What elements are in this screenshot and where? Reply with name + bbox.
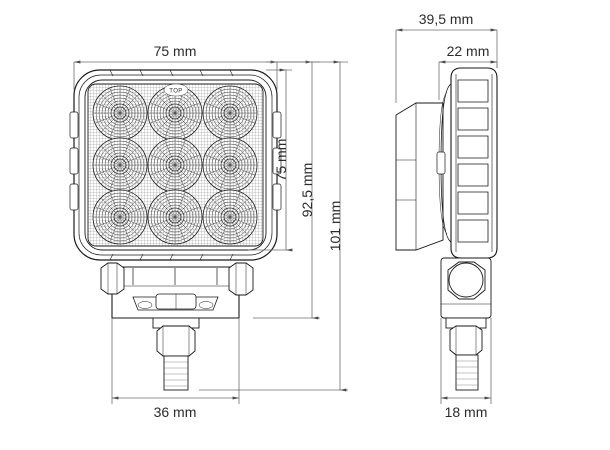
front-housing-ribs: [69, 111, 282, 211]
top-orientation-marking: TOP: [163, 83, 189, 97]
dim-label-front-width: 75 mm: [154, 43, 197, 59]
dim-front-width: [73, 60, 278, 90]
led-lens-array: [92, 85, 258, 245]
dim-label-base-width: 36 mm: [154, 404, 197, 420]
dimension-annotations: [73, 28, 498, 404]
top-marking-label: TOP: [169, 89, 182, 95]
dim-label-front-height: 75 mm: [273, 139, 289, 182]
side-rear-block: [395, 102, 444, 251]
front-bezel-clips: [109, 69, 234, 261]
dim-label-housing-depth: 22 mm: [447, 43, 490, 59]
front-view: TOP: [69, 69, 282, 391]
dim-housing-depth: [438, 60, 498, 100]
dim-base-width: [111, 318, 240, 404]
dim-label-base-depth: 18 mm: [445, 404, 488, 420]
side-view: [395, 67, 498, 391]
dim-base-depth: [440, 318, 492, 404]
dim-label-height-to-bracket: 92,5 mm: [299, 163, 315, 217]
dim-label-side-depth: 39,5 mm: [419, 11, 473, 27]
dim-total-height: [199, 60, 348, 392]
dim-label-total-height: 101 mm: [327, 201, 343, 252]
side-mounting-bracket: [440, 257, 492, 319]
front-mounting-bracket: [100, 262, 254, 319]
lens-field: [87, 83, 264, 247]
side-cable-entry: [436, 151, 446, 175]
side-mounting-stud: [445, 317, 487, 391]
side-heatsink-fins: [457, 79, 489, 243]
dimension-labels: 75 mm 75 mm 92,5 mm 101 mm 36 mm 39,5 mm…: [154, 11, 490, 420]
dim-front-height: [248, 68, 293, 252]
front-mounting-stud: [152, 317, 200, 391]
